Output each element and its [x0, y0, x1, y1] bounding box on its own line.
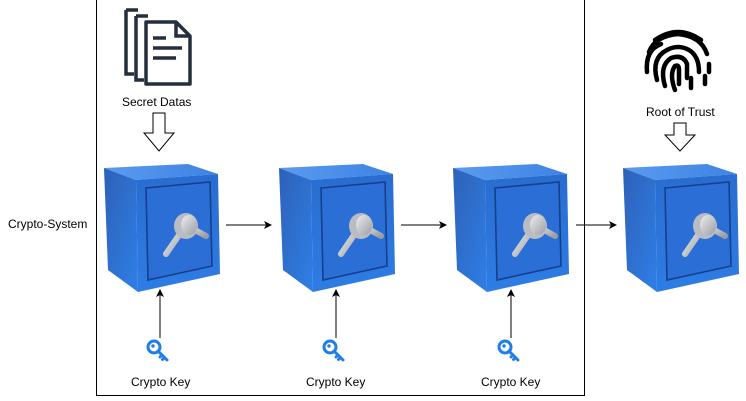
- fingerprint-icon: [643, 28, 713, 99]
- key-icon: [146, 338, 170, 369]
- crypto-system-label: Crypto-System: [8, 217, 88, 231]
- root-of-trust-label: Root of Trust: [646, 105, 715, 119]
- secret-datas-label: Secret Datas: [122, 95, 192, 109]
- key-icon: [322, 338, 346, 369]
- key-icon: [497, 338, 521, 369]
- documents-icon: [122, 8, 192, 91]
- crypto-key-label-1: Crypto Key: [131, 375, 191, 389]
- crypto-key-label-3: Crypto Key: [481, 375, 541, 389]
- crypto-key-label-2: Crypto Key: [306, 375, 366, 389]
- crypto-system-boundary: [96, 0, 585, 396]
- input-arrow: [142, 112, 176, 158]
- root-arrow: [663, 122, 697, 158]
